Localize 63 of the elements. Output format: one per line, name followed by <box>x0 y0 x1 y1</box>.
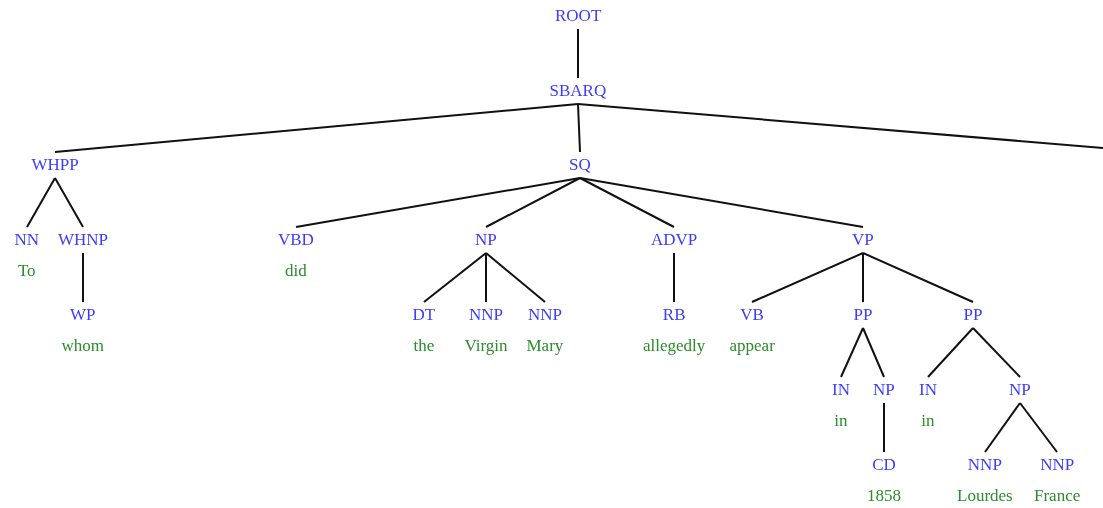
word-label: whom <box>61 336 104 356</box>
tag-label: NN <box>14 230 40 250</box>
word-label: the <box>413 336 435 356</box>
tree-branch <box>54 103 579 153</box>
tag-label: NNP <box>1040 455 1075 475</box>
tree-branch <box>295 177 581 228</box>
tree-label: ROOT <box>555 6 602 26</box>
tree-branch <box>984 402 1021 453</box>
word-label: France <box>1034 486 1081 506</box>
tree-branch <box>577 28 579 79</box>
word-label: 1858 <box>867 486 901 506</box>
tag-label: NNP <box>469 305 504 325</box>
tag-label: NNP <box>967 455 1002 475</box>
tag-label: WP <box>70 305 96 325</box>
tree-branch <box>862 327 885 378</box>
tree-branch <box>862 252 864 303</box>
word-label: To <box>17 261 36 281</box>
word-label: Mary <box>526 336 564 356</box>
tree-branch <box>1019 402 1058 453</box>
tag-label: NNP <box>527 305 562 325</box>
tree-branch <box>26 177 56 228</box>
tree-label: NP <box>475 230 497 250</box>
word-label: in <box>834 411 848 431</box>
tree-branch <box>751 252 864 303</box>
tree-label: VP <box>852 230 874 250</box>
tree-branch <box>883 402 885 453</box>
tree-branch <box>423 252 487 303</box>
tag-label: VB <box>740 305 764 325</box>
word-label: in <box>921 411 935 431</box>
tree-label: PP <box>963 305 983 325</box>
tree-branch <box>82 252 84 303</box>
tree-label: PP <box>853 305 873 325</box>
tree-branch <box>840 327 864 378</box>
tree-branch <box>577 103 581 153</box>
tree-branch <box>673 252 675 303</box>
tag-label: DT <box>412 305 436 325</box>
tree-branch <box>927 327 974 378</box>
tree-branch <box>972 327 1021 378</box>
tree-label: NP <box>873 380 895 400</box>
tree-label: WHNP <box>58 230 109 250</box>
tag-label: IN <box>832 380 850 400</box>
word-label: allegedly <box>643 336 706 356</box>
tag-label: VBD <box>278 230 314 250</box>
tree-branch <box>485 252 546 303</box>
tree-branch <box>579 177 675 228</box>
tree-branch <box>485 252 487 303</box>
tree-label: NP <box>1009 380 1031 400</box>
tag-label: RB <box>662 305 686 325</box>
tree-branch <box>579 177 864 228</box>
word-label: Lourdes <box>957 486 1013 506</box>
tree-label: ADVP <box>651 230 698 250</box>
tree-label: WHPP <box>31 155 79 175</box>
word-label: did <box>285 261 307 281</box>
tag-label: IN <box>919 380 937 400</box>
tree-branch <box>54 177 84 228</box>
tree-branch <box>485 177 581 228</box>
tree-branch <box>862 252 974 303</box>
word-label: Virgin <box>464 336 508 356</box>
tree-branch <box>577 103 1103 149</box>
tag-label: CD <box>872 455 896 475</box>
tree-label: SBARQ <box>549 81 607 101</box>
tree-label: SQ <box>569 155 591 175</box>
word-label: appear <box>729 336 775 356</box>
